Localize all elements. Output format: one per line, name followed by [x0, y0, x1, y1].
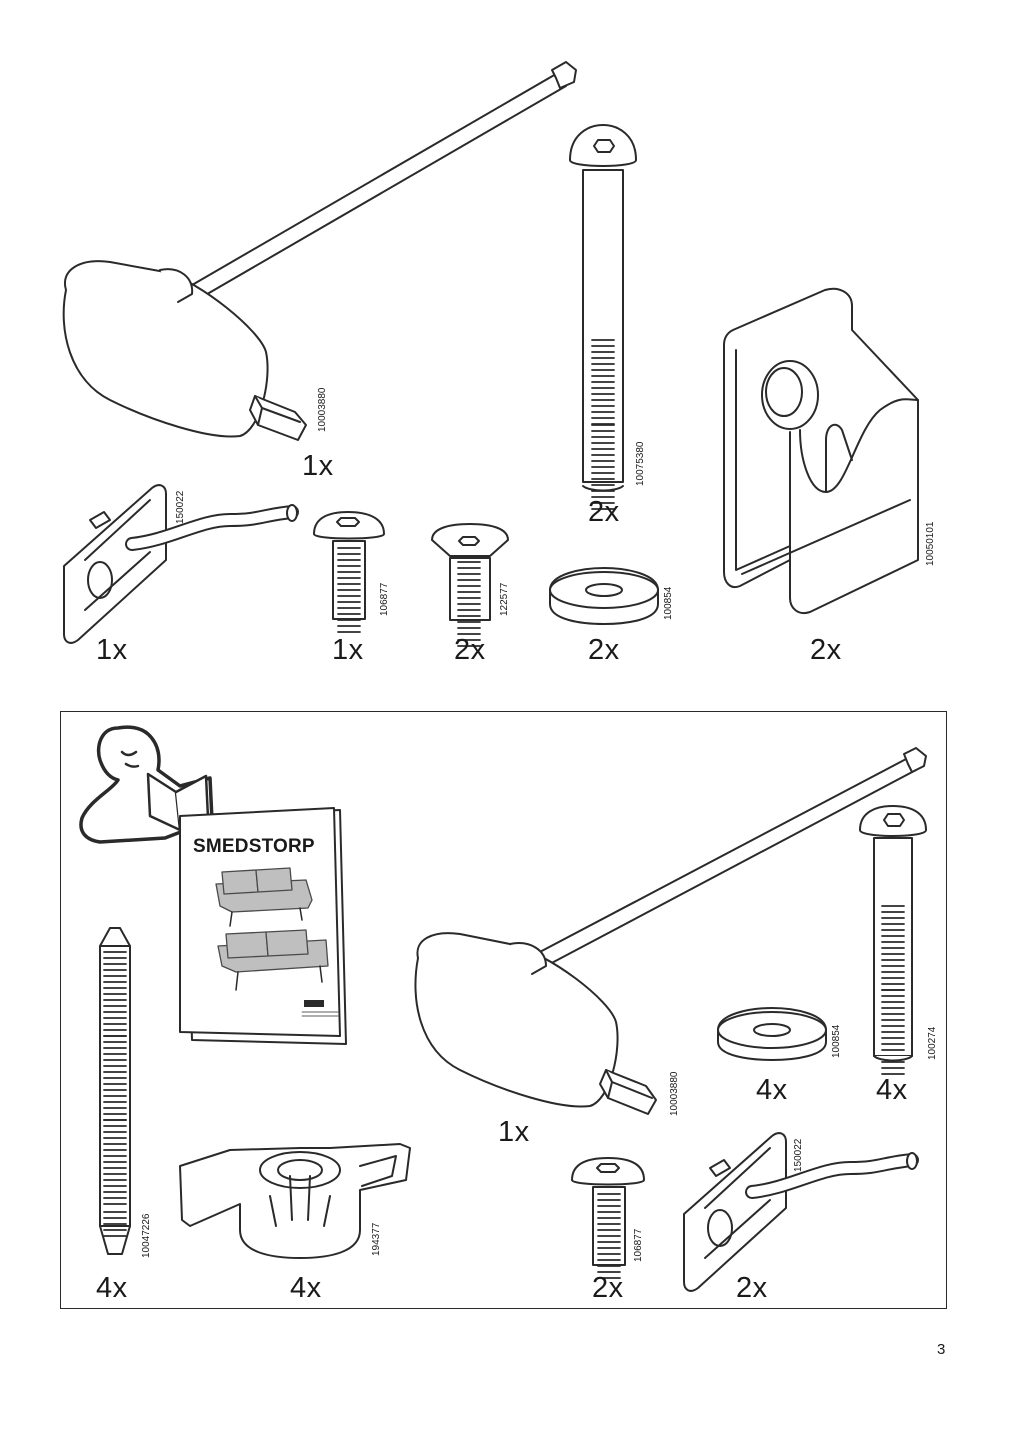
- qty-threaded-rod: 4x: [96, 1272, 128, 1304]
- qty-button-screw-top: 1x: [332, 634, 364, 666]
- u-bracket-top: [723, 287, 919, 614]
- qty-long-bolt-box: 4x: [876, 1074, 908, 1106]
- countersunk-screw-top: [431, 523, 509, 647]
- booklet-illustration: [179, 807, 347, 1045]
- qty-hook-plate-top: 1x: [96, 634, 128, 666]
- code-wing-nut: 194377: [371, 1222, 382, 1256]
- wing-nut-box: [179, 1143, 411, 1259]
- qty-washer-box: 4x: [756, 1074, 788, 1106]
- qty-button-screw-box: 2x: [592, 1272, 624, 1304]
- code-allen-key-box: 10003880: [669, 1071, 680, 1117]
- button-head-screw-box: [571, 1157, 645, 1279]
- code-button-screw-box: 106877: [633, 1228, 644, 1262]
- hook-plate-top: [63, 484, 299, 644]
- hook-plate-box: [683, 1132, 919, 1292]
- code-countersunk-screw-top: 122577: [499, 582, 510, 616]
- long-bolt-top: [569, 124, 637, 510]
- qty-allen-key-box: 1x: [498, 1116, 530, 1148]
- booklet-title: SMEDSTORP: [193, 836, 315, 857]
- code-washer-top: 100854: [663, 586, 674, 620]
- info-box: [60, 711, 947, 1309]
- code-threaded-rod: 10047226: [141, 1213, 152, 1259]
- long-bolt-box: [859, 805, 927, 1075]
- washer-box: [717, 1007, 827, 1061]
- allen-key-tool-box: [414, 747, 927, 1115]
- code-long-bolt-box: 100274: [927, 1026, 938, 1060]
- allen-key-tool-top: [62, 61, 577, 441]
- qty-allen-key-top: 1x: [302, 450, 334, 482]
- code-hook-plate-box: 150022: [793, 1138, 804, 1172]
- qty-hook-plate-box: 2x: [736, 1272, 768, 1304]
- code-button-screw-top: 106877: [379, 582, 390, 616]
- threaded-rod-box: [99, 927, 131, 1255]
- qty-wing-nut: 4x: [290, 1272, 322, 1304]
- page-number: 3: [937, 1341, 946, 1358]
- washer-top: [549, 567, 659, 625]
- qty-long-bolt-top: 2x: [588, 496, 620, 528]
- code-u-bracket-top: 10050101: [925, 521, 936, 567]
- qty-washer-top: 2x: [588, 634, 620, 666]
- button-head-screw-top: [313, 511, 385, 633]
- qty-countersunk-screw-top: 2x: [454, 634, 486, 666]
- qty-u-bracket-top: 2x: [810, 634, 842, 666]
- code-long-bolt-top: 10075380: [635, 441, 646, 487]
- code-washer-box: 100854: [831, 1024, 842, 1058]
- read-instructions-icon: [79, 725, 214, 844]
- code-allen-key-top: 10003880: [317, 387, 328, 433]
- code-hook-plate-top: 150022: [175, 490, 186, 524]
